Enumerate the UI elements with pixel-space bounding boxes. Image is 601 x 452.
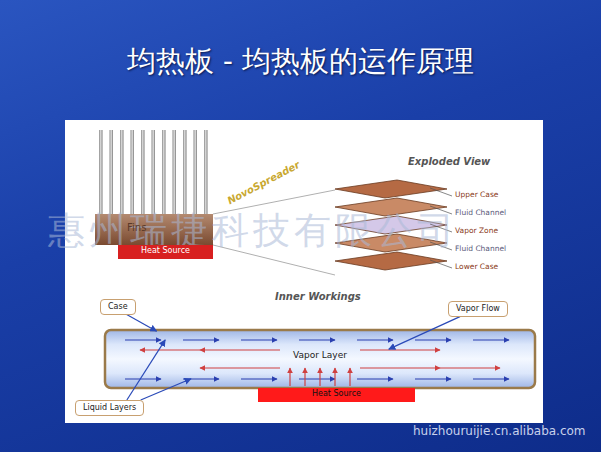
fin [204,130,208,215]
watermark-url: huizhouruijie.cn.alibaba.com [413,424,586,438]
slide-title: 均热板 - 均热板的运作原理 [0,42,601,82]
liquid-flow-arrow [357,378,393,379]
fin [173,130,177,215]
vapor-flow-arrow [140,349,200,350]
fin [110,130,114,215]
vapor-flow-arrow [200,367,280,368]
callout-box: Liquid Layers [75,400,144,416]
white-panel [65,120,543,423]
fin [141,130,145,215]
watermark: 惠州瑞捷科技有限公司 [48,206,458,256]
vapor-flow-arrow [360,349,440,350]
leader-line [430,260,452,268]
fin [99,130,103,215]
node-text: Vapor Flow [456,304,500,314]
vapor-chamber-tube [105,330,535,388]
liquid-flow-arrow [241,378,277,379]
fin [120,130,124,215]
liquid-flow-arrow [357,339,393,340]
liquid-flow-arrow [415,339,451,340]
part-name: Upper Case [455,190,498,199]
node-text: Vapor Layer [105,350,535,361]
fin [131,130,135,215]
flow-arrows [125,340,509,386]
fin-base: Fins [95,214,213,245]
heat-source-bar: Heat Source [118,245,213,259]
liquid-flow-arrow [241,339,277,340]
part-name: Fluid Channel [455,244,506,253]
node-text: Heat Source [120,246,211,256]
fin-array [99,130,208,215]
part-name: Vapor Zone [455,226,498,235]
liquid-flow-arrow [415,378,451,379]
callout-box: Vapor Flow [448,301,508,317]
liquid-flow-arrow [473,339,509,340]
vapor-rise-arrow [289,368,290,386]
layer-plate [335,252,447,270]
liquid-flow-arrow [125,378,161,379]
part-name: Lower Case [455,262,498,271]
vapor-rise-arrow [349,368,350,386]
callout-box: Case [100,299,136,315]
node-text: Case [108,302,128,312]
leader-arrow [141,379,191,400]
layer-plate [335,180,447,198]
heat-source-bar: Heat Source [258,388,415,402]
liquid-flow-arrow [125,339,161,340]
fin [194,130,198,215]
leader-line [430,188,452,196]
fin [152,130,156,215]
vapor-rise-arrow [319,368,320,386]
vapor-rise-arrow [334,368,335,386]
vapor-flow-arrow [440,367,500,368]
liquid-flow-arrow [183,339,219,340]
vapor-chamber: Vapor Layer [105,330,535,388]
vapor-flow-arrow [360,367,440,368]
fin [162,130,166,215]
leader-arrow [389,317,460,350]
fin [183,130,187,215]
node-text: Liquid Layers [83,403,136,413]
leader-arrow [127,340,165,400]
leader-arrow [127,315,157,332]
node-text: Fins [127,222,213,234]
node-text: Heat Source [260,389,413,399]
view-heading: Exploded View [408,156,490,167]
liquid-flow-arrow [299,339,335,340]
view-heading: Inner Workings [275,291,361,302]
part-name: Fluid Channel [455,208,506,217]
liquid-flow-arrow [473,378,509,379]
vapor-rise-arrow [304,368,305,386]
vapor-flow-arrow [200,349,280,350]
